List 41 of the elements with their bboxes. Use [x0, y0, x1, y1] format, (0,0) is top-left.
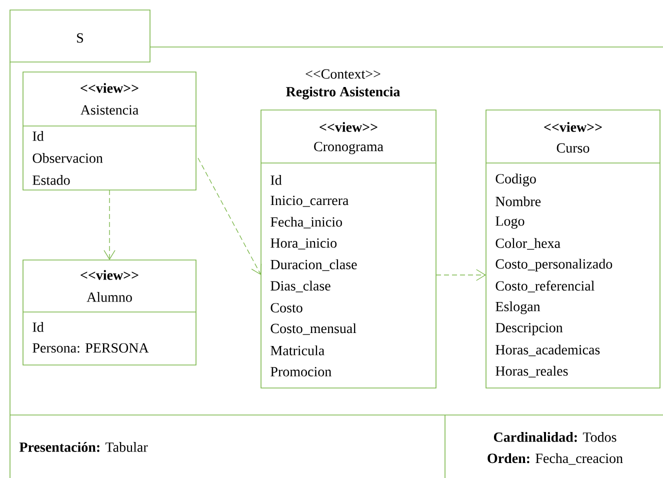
attribute-text: Fecha_inicio	[270, 216, 342, 228]
attribute-text: Descripcion	[496, 322, 563, 336]
attribute-text: Id	[32, 322, 44, 332]
stereotype-label: <<view>>	[320, 122, 378, 132]
attribute-text: Codigo	[496, 174, 536, 186]
attribute-text: Logo	[496, 216, 524, 229]
property-text: Cardinalidad: Todos	[494, 432, 616, 442]
stereotype-label: <<view>>	[80, 83, 138, 93]
class-name: Curso	[556, 143, 590, 153]
property-text: Presentación: Tabular	[19, 442, 148, 452]
stereotype-label: <<Context>>	[306, 69, 380, 79]
attribute-text: Costo	[270, 303, 302, 312]
attribute-text: Promocion	[270, 367, 332, 376]
attribute-text: Id	[270, 175, 282, 185]
class-name: Asistencia	[80, 105, 138, 115]
context-title: Registro Asistencia	[286, 86, 400, 100]
attribute-text: Nombre	[496, 196, 541, 206]
attribute-text: Horas_academicas	[496, 344, 600, 356]
attribute-text: Costo_mensual	[270, 323, 356, 335]
attribute-text: Matricula	[270, 345, 324, 356]
attribute-text: Dias_clase	[270, 280, 330, 292]
attribute-text: Duracion_clase	[270, 259, 357, 271]
attribute-text: Costo_personalizado	[496, 258, 612, 272]
attribute-text: Color_hexa	[496, 238, 560, 250]
class-name: Alumno	[86, 292, 132, 302]
dependency-arrow	[104, 190, 116, 260]
attribute-text: Observacion	[32, 153, 103, 163]
attribute-text: Id	[32, 131, 44, 141]
property-text: Orden: Fecha_creacion	[488, 453, 623, 465]
attribute-text: Horas_reales	[496, 366, 568, 378]
dependency-arrow	[436, 269, 486, 281]
attribute-text: Eslogan	[496, 301, 540, 314]
attribute-text: Costo_referencial	[496, 280, 594, 292]
attribute-text: Hora_inicio	[270, 238, 337, 250]
stereotype-label: <<view>>	[80, 270, 138, 280]
attribute-text: Inicio_carrera	[270, 196, 349, 207]
class-name: Cronograma	[314, 142, 384, 154]
stereotype-label: <<view>>	[544, 122, 602, 132]
attribute-text: Persona: PERSONA	[32, 343, 149, 353]
attribute-text: Estado	[32, 175, 70, 185]
dependency-arrow	[198, 158, 262, 275]
